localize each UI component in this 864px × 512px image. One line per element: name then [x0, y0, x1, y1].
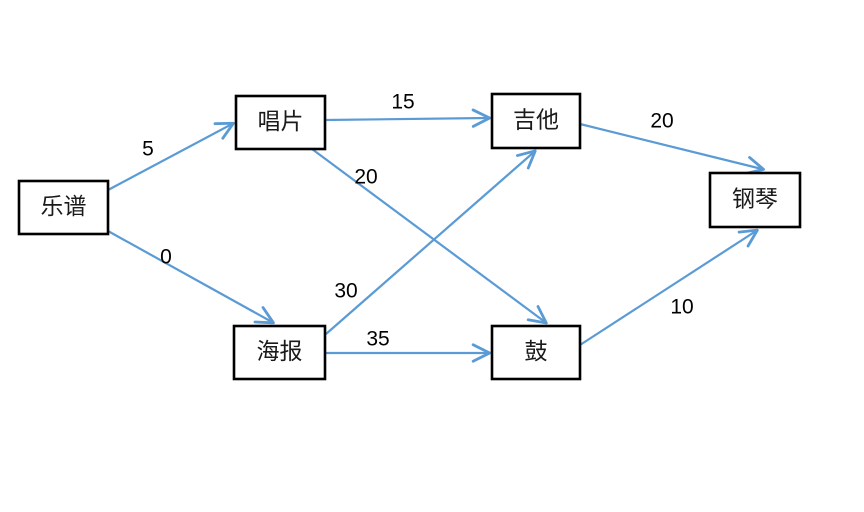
- node-haibao[interactable]: 海报: [232, 324, 327, 381]
- node-gu[interactable]: 鼓: [490, 324, 582, 381]
- edge-changpian-to-gu: [311, 148, 548, 325]
- edge-yuepu-to-changpian: [107, 121, 235, 191]
- node-box-gu: [490, 324, 582, 381]
- node-jita[interactable]: 吉他: [490, 92, 582, 150]
- edge-weights-layer: 5 0 15 20 30 35 20 10: [142, 91, 694, 351]
- node-label-gangqin: 钢琴: [732, 186, 778, 211]
- node-label-gu: 鼓: [525, 339, 548, 364]
- edge-weight-gu-to-gangqin: 10: [670, 296, 693, 319]
- edge-weight-haibao-to-jita: 30: [334, 280, 357, 303]
- edge-gu-to-gangqin: [579, 228, 759, 346]
- edges-layer: [107, 108, 766, 363]
- node-box-jita: [490, 92, 582, 150]
- edge-jita-to-gangqin: [579, 122, 766, 175]
- node-label-jita: 吉他: [513, 107, 559, 132]
- edge-yuepu-to-haibao: [107, 230, 275, 325]
- edge-weight-changpian-to-jita: 15: [391, 91, 414, 114]
- node-box-haibao: [232, 324, 327, 381]
- node-box-changpian: [234, 94, 327, 151]
- edge-haibao-to-jita: [325, 149, 537, 335]
- edge-weight-changpian-to-gu: 20: [354, 166, 377, 189]
- node-box-yuepu: [17, 179, 110, 236]
- node-box-gangqin: [708, 171, 802, 229]
- node-yuepu[interactable]: 乐谱: [17, 179, 110, 236]
- node-label-changpian: 唱片: [258, 109, 304, 134]
- edge-weight-yuepu-to-changpian: 5: [142, 138, 154, 161]
- node-gangqin[interactable]: 钢琴: [708, 171, 802, 229]
- node-label-haibao: 海报: [257, 339, 303, 364]
- edge-weight-yuepu-to-haibao: 0: [160, 246, 172, 269]
- node-changpian[interactable]: 唱片: [234, 94, 327, 151]
- edge-changpian-to-jita: [324, 108, 492, 128]
- edge-weight-jita-to-gangqin: 20: [650, 110, 673, 133]
- node-label-yuepu: 乐谱: [41, 194, 87, 219]
- edge-weight-haibao-to-gu: 35: [366, 328, 389, 351]
